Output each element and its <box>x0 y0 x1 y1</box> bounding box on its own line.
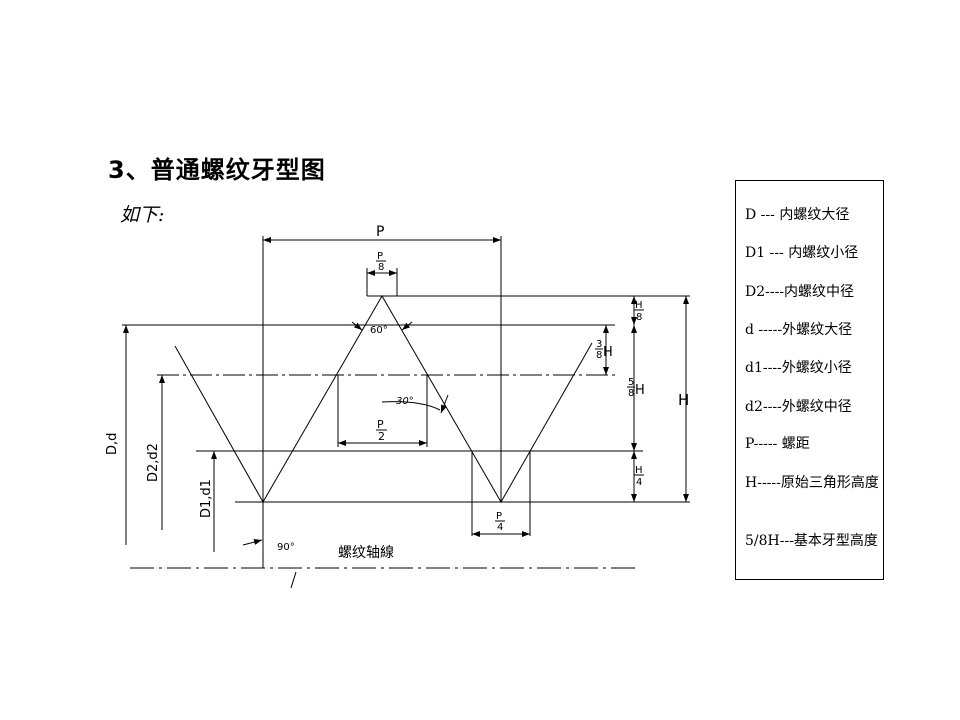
angle-30-label: 30° <box>396 396 414 407</box>
svg-text:8: 8 <box>378 262 384 273</box>
legend-item-d2: d2----外螺纹中径 <box>745 399 852 415</box>
svg-text:8: 8 <box>628 388 634 399</box>
p-over-8-label: P 8 <box>376 251 386 273</box>
legend-item-P: P----- 螺距 <box>745 436 810 452</box>
page-title: 3、普通螺纹牙型图 <box>108 156 326 184</box>
svg-text:3: 3 <box>596 339 602 350</box>
legend-item-D2: D2----内螺纹中径 <box>745 284 855 300</box>
five-eighths-h-label: 5 8 H <box>627 377 645 399</box>
svg-text:H: H <box>603 345 613 360</box>
pitch-label: P <box>376 224 384 240</box>
svg-text:H: H <box>635 300 643 311</box>
svg-text:4: 4 <box>497 522 503 533</box>
legend-item-5-8H: 5/8H---基本牙型高度 <box>745 533 878 549</box>
major-diameter-label: D,d <box>105 433 120 455</box>
svg-text:P: P <box>377 251 383 262</box>
three-eighths-h-label: 3 8 H <box>595 339 613 361</box>
pitch-diameter-label: D2,d2 <box>146 443 161 482</box>
svg-text:P: P <box>496 511 502 522</box>
h-over-4-label: H 4 <box>634 465 644 488</box>
svg-text:H: H <box>635 383 645 398</box>
svg-text:8: 8 <box>596 350 602 361</box>
svg-text:H: H <box>635 465 643 476</box>
legend-item-D1: D1 --- 内螺纹小径 <box>745 245 859 261</box>
h-over-8-label: H 8 <box>634 300 644 323</box>
legend-item-d1: d1----外螺纹小径 <box>745 360 852 376</box>
svg-text:P: P <box>377 418 384 431</box>
svg-text:8: 8 <box>636 312 642 323</box>
angle-60-label: 60° <box>370 325 388 336</box>
svg-text:2: 2 <box>378 430 385 443</box>
svg-text:5: 5 <box>628 377 634 388</box>
legend-item-H: H-----原始三角形高度 <box>745 475 879 491</box>
svg-text:4: 4 <box>636 477 642 488</box>
legend-item-D: D --- 内螺纹大径 <box>745 207 850 223</box>
thread-axis-label: 螺纹轴線 <box>338 545 394 561</box>
angle-90-label: 90° <box>277 542 295 553</box>
p-over-2-label: P 2 <box>376 418 387 443</box>
legend-box: D --- 内螺纹大径 D1 --- 内螺纹小径 D2----内螺纹中径 d -… <box>735 180 884 580</box>
h-label: H <box>678 391 689 409</box>
legend-item-d: d -----外螺纹大径 <box>745 322 853 338</box>
p-over-4-label: P 4 <box>495 511 505 533</box>
minor-diameter-label: D1,d1 <box>199 479 214 518</box>
subtitle: 如下: <box>120 204 165 226</box>
